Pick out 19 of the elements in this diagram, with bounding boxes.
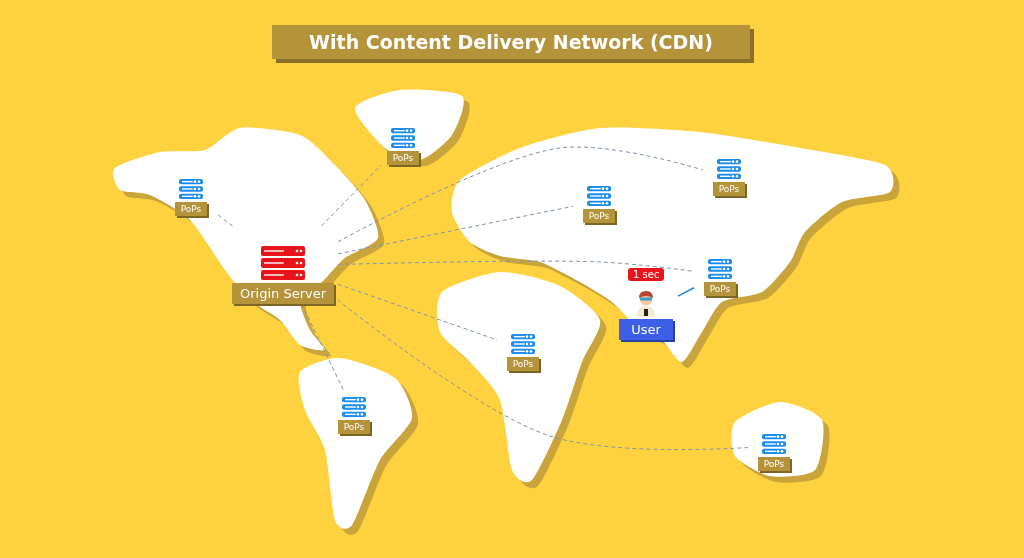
server-label: Origin Server — [231, 283, 335, 304]
dashed-connector — [337, 299, 749, 451]
pops-label: PoPs — [174, 202, 208, 216]
pops-label: PoPs — [386, 151, 420, 165]
dashed-connector — [216, 213, 233, 227]
dashed-connector — [337, 260, 695, 272]
pops-label: PoPs — [506, 357, 540, 371]
dashed-connector — [320, 164, 382, 227]
pops-label: PoPs — [757, 457, 791, 471]
user-label: User — [619, 319, 673, 340]
connector-line — [677, 286, 695, 297]
dashed-connector — [337, 146, 704, 243]
pops-label: PoPs — [582, 209, 616, 223]
dashed-connector — [337, 205, 574, 255]
pops-label: PoPs — [712, 182, 746, 196]
pops-label: PoPs — [337, 420, 371, 434]
dashed-connector — [301, 303, 344, 391]
speech-bubble: 1 sec — [628, 268, 665, 281]
pops-label: PoPs — [703, 282, 737, 296]
